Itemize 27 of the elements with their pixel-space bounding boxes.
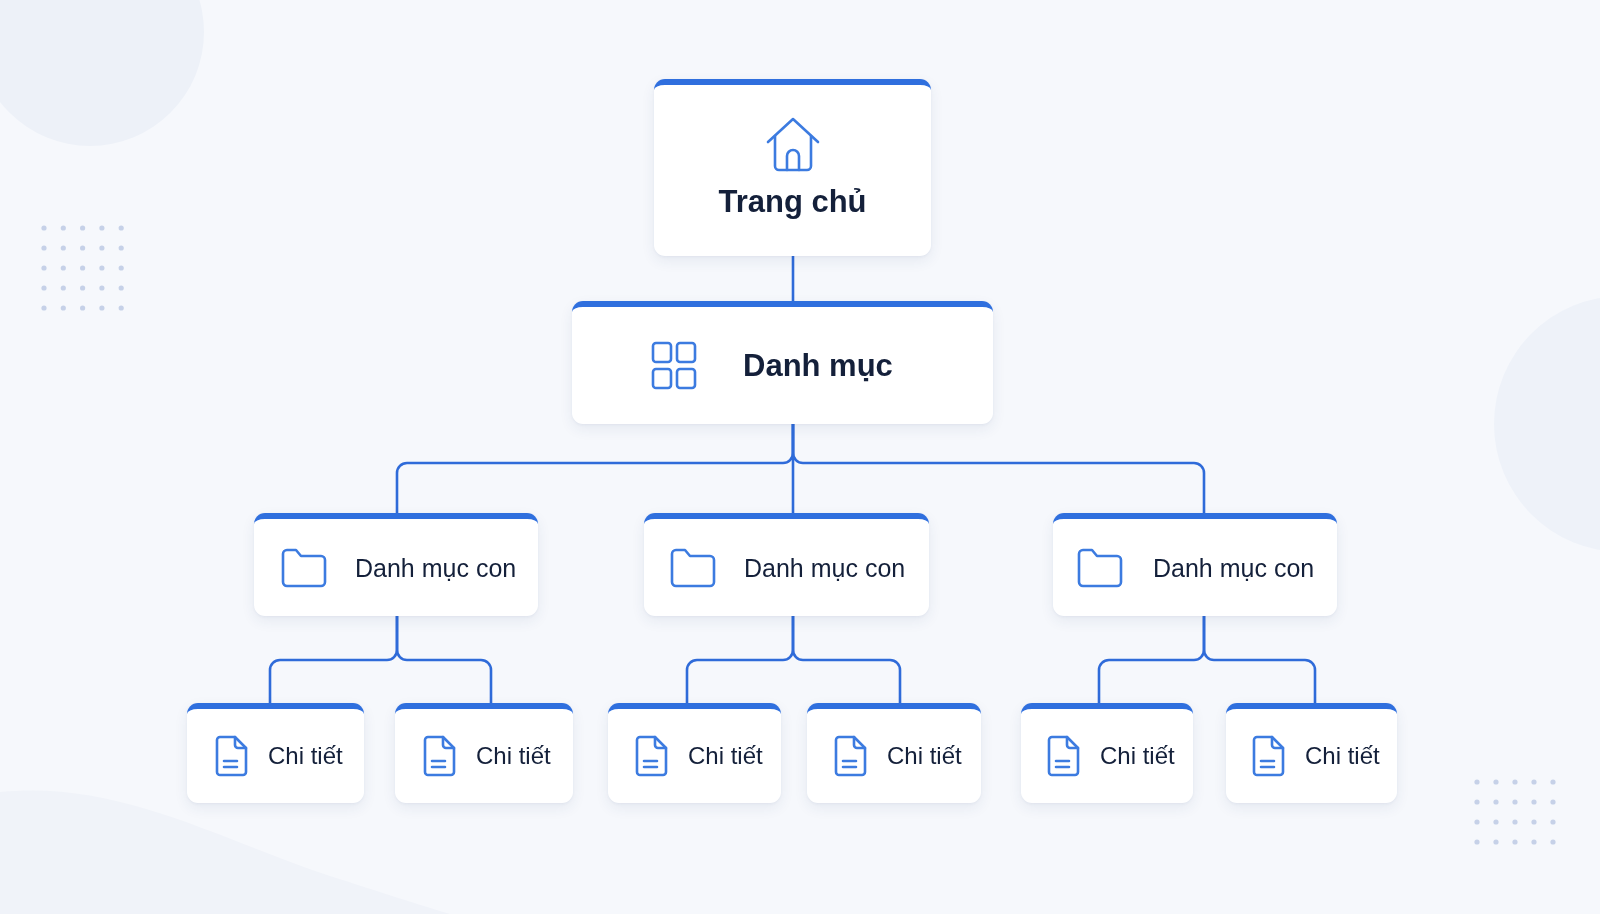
connector-line: [791, 616, 902, 703]
card-title: Chi tiết: [476, 741, 551, 771]
detail-card: [395, 703, 573, 803]
detail-card: [807, 703, 981, 803]
subcategory-card: [644, 513, 929, 616]
detail-card: [1021, 703, 1193, 803]
card-title: Chi tiết: [1305, 741, 1380, 771]
detail-card: [1226, 703, 1397, 803]
card-title: Chi tiết: [268, 741, 343, 771]
subcategory-card: [254, 513, 538, 616]
home-card: [654, 79, 931, 256]
connector-line: [791, 256, 795, 301]
card-title: Danh mục con: [744, 552, 906, 583]
connector-line: [1202, 616, 1317, 703]
card-title: Chi tiết: [1100, 741, 1175, 771]
subcategory-card: [1053, 513, 1337, 616]
card-title: Trang chủ: [718, 182, 867, 221]
connector-line: [395, 616, 493, 703]
card-title: Chi tiết: [688, 741, 763, 771]
connector-line: [791, 424, 1206, 513]
card-title: Danh mục: [743, 346, 893, 385]
card-title: Chi tiết: [887, 741, 962, 771]
detail-card: [608, 703, 781, 803]
category-card: [572, 301, 993, 424]
detail-card: [187, 703, 364, 803]
card-title: Danh mục con: [355, 552, 517, 583]
card-title: Danh mục con: [1153, 552, 1315, 583]
